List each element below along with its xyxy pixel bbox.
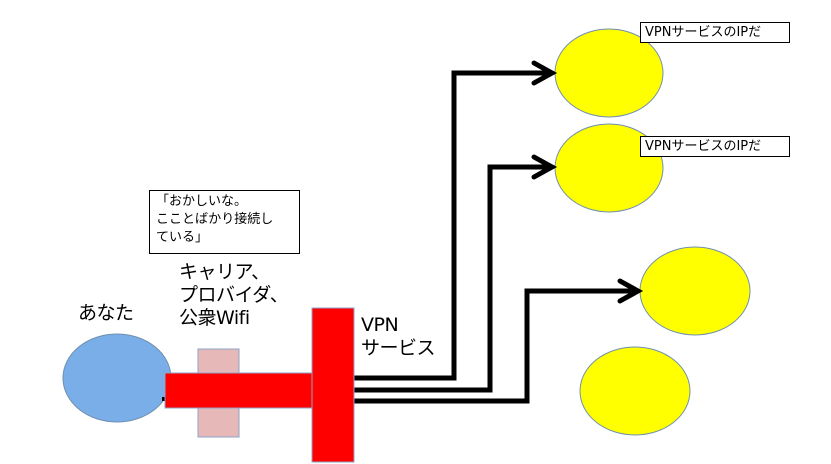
vpn-service-block <box>311 307 355 463</box>
route-arrow-3 <box>354 278 644 404</box>
destination-node-3 <box>639 246 751 336</box>
vpn-label-line: サービス <box>361 337 436 359</box>
isp-label-line: 公衆Wifi <box>179 307 250 329</box>
arrowhead-icon <box>531 154 558 180</box>
destination-node-4 <box>579 346 691 436</box>
route-arrow-2 <box>354 154 558 393</box>
isp-label-line: プロバイダ、 <box>179 284 289 306</box>
vpn-tunnel <box>164 372 313 409</box>
callout-line: ている」 <box>156 230 209 245</box>
ip-label-box-1: VPNサービスのIPだ <box>640 22 790 43</box>
isp-label-line: キャリア、 <box>179 261 270 283</box>
isp-label: キャリア、 プロバイダ、 公衆Wifi <box>179 261 289 330</box>
callout-line: こことばかり接続し <box>156 212 274 227</box>
vpn-label-line: VPN <box>361 314 399 336</box>
ip-label-box-2: VPNサービスのIPだ <box>640 136 790 157</box>
arrowhead-icon <box>617 278 644 304</box>
vpn-service-label: VPN サービス <box>361 314 436 360</box>
route-arrow-1 <box>354 60 558 381</box>
callout-box: 「おかしいな。 こことばかり接続し ている」 <box>149 190 300 254</box>
arrowhead-icon <box>531 60 558 86</box>
you-label: あなた <box>78 302 134 324</box>
you-node <box>62 333 172 423</box>
callout-line: 「おかしいな。 <box>156 194 248 209</box>
